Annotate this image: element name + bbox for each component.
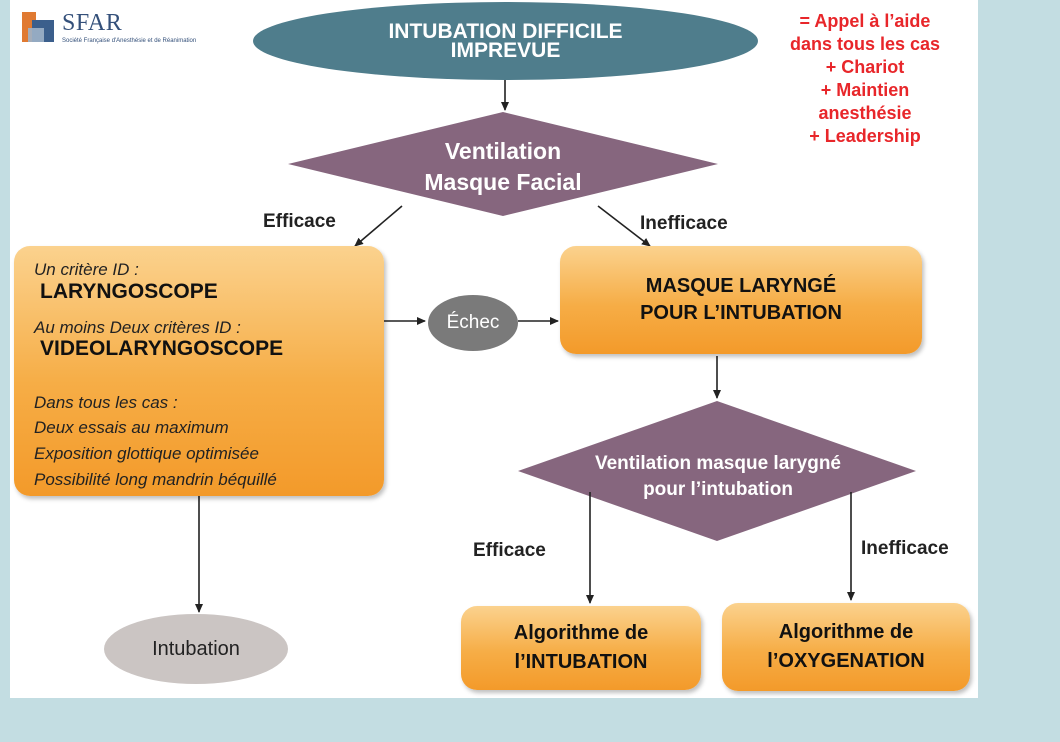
start-oval: INTUBATION DIFFICILE IMPREVUE (253, 2, 758, 80)
red-note-line: + Maintien (820, 80, 910, 100)
label-inefficace-top: Inefficace (640, 213, 728, 234)
label-efficace-top: Efficace (263, 211, 336, 232)
red-note: = Appel à l’aide dans tous les cas + Cha… (760, 10, 970, 148)
intubation-algo-line2: l’INTUBATION (514, 651, 648, 673)
diamond2-line1: Ventilation masque larygné (594, 453, 842, 474)
red-note-line: + Chariot (825, 57, 905, 77)
diamond2-text: Ventilation masque larygné pour l’intuba… (548, 451, 888, 503)
diamond1-line1: Ventilation (444, 138, 562, 164)
label-efficace-bottom: Efficace (473, 540, 546, 561)
diamond1-text: Ventilation Masque Facial (388, 136, 618, 198)
diamond-ventilation-masque-larynge (518, 401, 916, 541)
arrow-diamond-to-left-box (354, 205, 403, 247)
arrow-diamond-to-center-box (597, 205, 651, 247)
sfar-logo: SFAR Société Française d'Anesthésie et d… (22, 10, 262, 50)
all-cases-item: Possibilité long mandrin béquillé (34, 470, 277, 489)
criteria1-device: LARYNGOSCOPE (40, 280, 218, 303)
oxygenation-algo-line1: Algorithme de (778, 621, 914, 643)
masque-larynge-box: MASQUE LARYNGÉ POUR L’INTUBATION (560, 246, 922, 354)
criteria1-label: Un critère ID : (34, 260, 139, 279)
sfar-logo-mark (22, 12, 56, 42)
oxygenation-algo-line2: l’OXYGENATION (767, 650, 925, 672)
criteria2-device: VIDEOLARYNGOSCOPE (40, 337, 284, 360)
echec-oval: Échec (428, 295, 518, 351)
all-cases-item: Exposition glottique optimisée (34, 444, 259, 463)
all-cases-heading: Dans tous les cas : (34, 393, 178, 412)
red-note-line: + Leadership (809, 126, 921, 146)
intubation-oval: Intubation (104, 614, 288, 684)
left-criteria-box: Un critère ID : LARYNGOSCOPE Au moins De… (14, 246, 384, 496)
start-oval-line2: IMPREVUE (450, 39, 561, 62)
center-box-line1: MASQUE LARYNGÉ (645, 275, 837, 297)
red-note-line: anesthésie (818, 103, 912, 123)
diamond1-line2: Masque Facial (424, 169, 582, 195)
algorithme-intubation-box: Algorithme de l’INTUBATION (461, 606, 701, 690)
label-inefficace-bottom: Inefficace (861, 538, 949, 559)
intubation-algo-line1: Algorithme de (513, 622, 649, 644)
all-cases-item: Deux essais au maximum (34, 418, 229, 437)
criteria2-label: Au moins Deux critères ID : (34, 318, 241, 337)
start-oval-line1: INTUBATION DIFFICILE (388, 20, 623, 43)
red-note-line: dans tous les cas (789, 34, 941, 54)
logo-subtitle: Société Française d'Anesthésie et de Réa… (62, 38, 197, 44)
center-box-line2: POUR L’INTUBATION (640, 302, 842, 324)
algorithme-oxygenation-box: Algorithme de l’OXYGENATION (722, 603, 970, 691)
diamond-ventilation-masque-facial (288, 112, 718, 216)
red-note-line: = Appel à l’aide (799, 11, 931, 31)
logo-name: SFAR (62, 10, 123, 36)
diamond2-line2: pour l’intubation (643, 479, 793, 500)
